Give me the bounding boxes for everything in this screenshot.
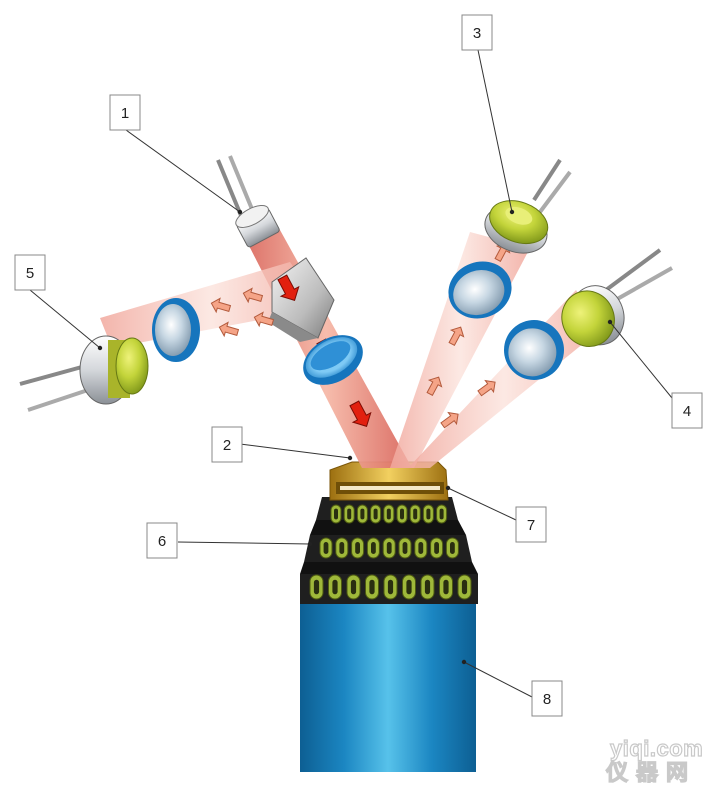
callout-6: 6 xyxy=(146,522,178,559)
callout-label: 7 xyxy=(527,517,535,534)
callout-label: 4 xyxy=(683,403,691,420)
callout-1: 1 xyxy=(109,94,141,131)
lens-tx xyxy=(303,335,363,385)
fiber-core-center xyxy=(400,508,404,520)
callout-label: 1 xyxy=(121,105,129,122)
callout-label: 5 xyxy=(26,265,34,282)
fiber-connector-housing xyxy=(329,461,449,501)
callout-2: 2 xyxy=(211,426,243,463)
fiber-core-center xyxy=(426,508,431,520)
lens-detector-4 xyxy=(504,320,564,380)
callout-3: 3 xyxy=(461,14,493,51)
callout-8: 8 xyxy=(531,680,563,717)
fiber-core-center xyxy=(371,542,376,554)
lens-detector-5 xyxy=(152,298,200,362)
fiber-core-row xyxy=(330,504,448,524)
fiber-core-center xyxy=(424,579,431,595)
fiber-core-center xyxy=(387,579,394,595)
callout-4: 4 xyxy=(671,392,703,429)
fiber-core-center xyxy=(332,579,338,595)
fiber-core-center xyxy=(347,508,352,520)
fiber-core-row xyxy=(319,537,459,559)
fiber-core-row xyxy=(309,574,472,600)
callout-label: 6 xyxy=(158,533,166,550)
callout-7: 7 xyxy=(515,506,547,543)
callout-label: 2 xyxy=(223,437,231,454)
fiber-core-center xyxy=(443,579,449,595)
callout-leaders xyxy=(29,49,673,699)
callout-label: 8 xyxy=(543,691,551,708)
fiber-core-center xyxy=(350,579,357,595)
callout-label: 3 xyxy=(473,25,481,42)
fiber-core-center xyxy=(369,579,375,595)
fiber-core-center xyxy=(450,542,455,554)
laser-to-can-1 xyxy=(216,155,280,248)
fiber-core-center xyxy=(461,579,468,595)
fiber-core-center xyxy=(360,508,365,520)
watermark: yiqi.com 仪器网 xyxy=(604,735,703,785)
photodiode-to-can-3 xyxy=(484,158,572,254)
photodiode-to-can-5 xyxy=(19,335,149,412)
fiber-core-center xyxy=(355,542,360,554)
ferrule-stack xyxy=(300,497,478,604)
lens-detector-3 xyxy=(448,261,512,319)
callout-5: 5 xyxy=(14,254,46,291)
fiber-core-center xyxy=(323,542,329,554)
fiber-core-center xyxy=(386,508,391,520)
fiber-core-center xyxy=(334,508,338,520)
fiber-core-center xyxy=(418,542,424,554)
watermark-cn: 仪器网 xyxy=(605,761,696,785)
fiber-core-center xyxy=(406,579,412,595)
wdm-filter-plate xyxy=(340,486,440,490)
photodiode-to-can-4 xyxy=(561,248,673,347)
fiber-core-center xyxy=(313,579,320,595)
fiber-core-center xyxy=(373,508,378,520)
fiber-core-center xyxy=(439,508,444,520)
fiber-core-center xyxy=(386,542,392,554)
fiber-core-center xyxy=(434,542,439,554)
fiber-cable xyxy=(300,600,476,772)
fiber-core-center xyxy=(339,542,345,554)
fiber-core-center xyxy=(402,542,408,554)
fiber-core-center xyxy=(413,508,418,520)
watermark-url: yiqi.com xyxy=(610,736,703,761)
